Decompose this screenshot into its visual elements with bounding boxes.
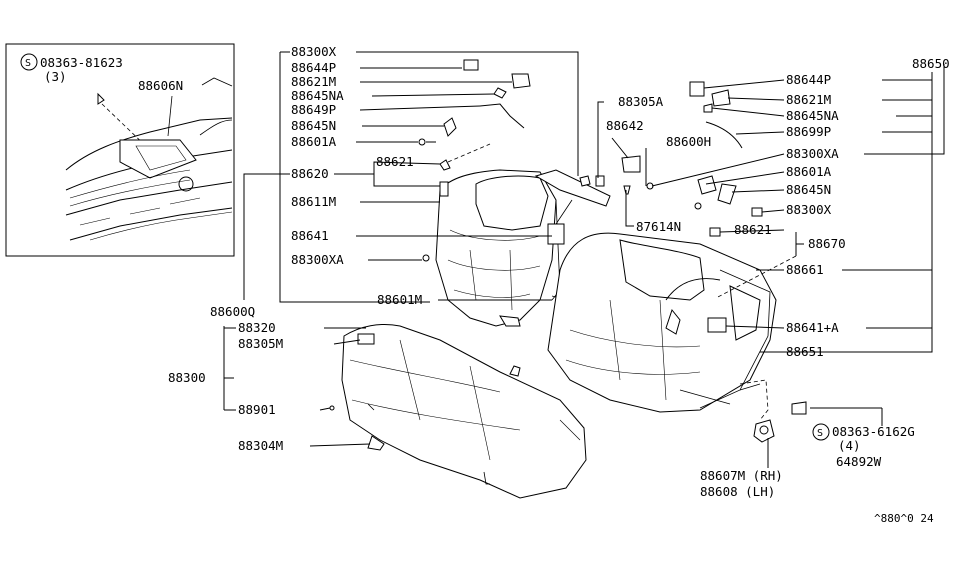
label-88661: 88661 <box>786 262 824 277</box>
label-88699P: 88699P <box>786 124 831 139</box>
label-88620: 88620 <box>291 166 329 181</box>
screw-symbol-icon <box>20 53 38 71</box>
label-88645N-left: 88645N <box>291 118 336 133</box>
label-88644P-left: 88644P <box>291 60 336 75</box>
footer-code: ^880^0 24 <box>874 512 934 525</box>
label-88600H: 88600H <box>666 134 711 149</box>
seatback-left <box>435 169 641 327</box>
inset-part-label: 88606N <box>138 78 183 93</box>
label-88305M: 88305M <box>238 336 283 351</box>
label-88611M: 88611M <box>291 194 336 209</box>
label-88600Q: 88600Q <box>210 304 255 319</box>
label-88601A-right: 88601A <box>786 164 832 179</box>
label-88901: 88901 <box>238 402 276 417</box>
label-88641: 88641 <box>291 228 329 243</box>
label-88300XA-right: 88300XA <box>786 146 839 161</box>
label-88645NA-right: 88645NA <box>786 108 839 123</box>
svg-text:S: S <box>817 428 823 439</box>
labels: 88300X 88644P 88621M 88645NA 88649P 8864… <box>168 44 950 525</box>
label-88645N-right: 88645N <box>786 182 831 197</box>
label-88304M: 88304M <box>238 438 283 453</box>
label-88649P: 88649P <box>291 102 336 117</box>
label-88642: 88642 <box>606 118 644 133</box>
label-88305A: 88305A <box>618 94 664 109</box>
svg-text:S: S <box>25 58 31 69</box>
label-screw-08363-6162G: 08363-6162G <box>832 424 915 439</box>
seatback-right <box>547 232 777 413</box>
inset-screw-label: 08363-81623 <box>40 55 123 70</box>
label-88621-left: 88621 <box>376 154 414 169</box>
label-screw-qty: (4) <box>838 438 861 453</box>
inset-screw-qty: (3) <box>44 69 67 84</box>
label-88608: 88608 (LH) <box>700 484 775 499</box>
label-88300: 88300 <box>168 370 206 385</box>
label-88621-right: 88621 <box>734 222 772 237</box>
label-88320: 88320 <box>238 320 276 335</box>
label-88601M: 88601M <box>377 292 422 307</box>
inset-detail: S 08363-81623 (3) 88606N <box>5 43 235 257</box>
label-88641A: 88641+A <box>786 320 839 335</box>
screw-icon <box>97 92 105 105</box>
label-88300XA-left: 88300XA <box>291 252 344 267</box>
label-88645NA-left: 88645NA <box>291 88 344 103</box>
label-88300X: 88300X <box>291 44 337 59</box>
label-88644P-right: 88644P <box>786 72 831 87</box>
hardware-parts <box>329 59 807 443</box>
label-88650: 88650 <box>912 56 950 71</box>
label-88601A-left: 88601A <box>291 134 337 149</box>
screw-symbol-icon <box>812 423 830 441</box>
label-88621M-left: 88621M <box>291 74 336 89</box>
label-64892W: 64892W <box>836 454 882 469</box>
label-88621M-right: 88621M <box>786 92 831 107</box>
label-87614N: 87614N <box>636 219 681 234</box>
leader-lines <box>223 51 945 468</box>
label-88670: 88670 <box>808 236 846 251</box>
label-88300X-right: 88300X <box>786 202 832 217</box>
label-88607M: 88607M (RH) <box>700 468 783 483</box>
label-88651: 88651 <box>786 344 824 359</box>
